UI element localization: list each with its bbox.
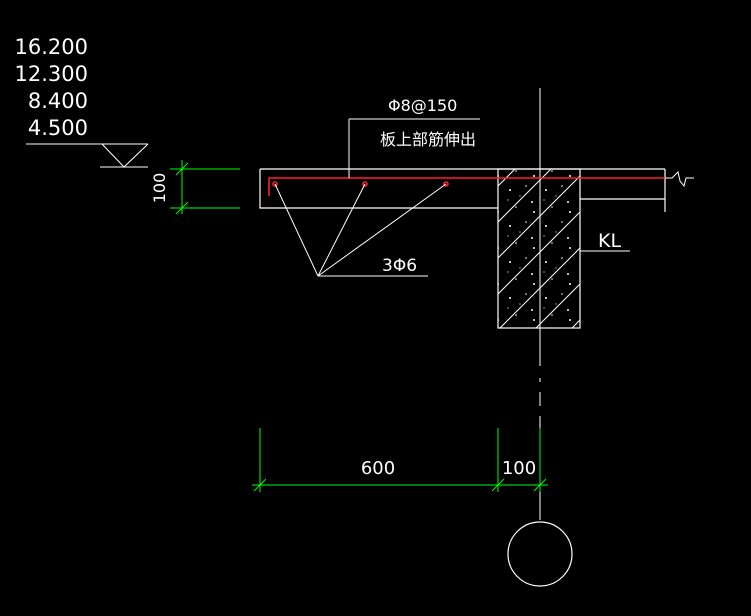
top-rebar <box>268 177 665 196</box>
beam-section <box>497 168 581 329</box>
cantilever-slab <box>259 168 666 212</box>
beam-section-hatch <box>498 169 580 328</box>
distribution-bars-leader <box>274 183 447 277</box>
elevation-value: 12.300 <box>15 62 88 86</box>
axis-bubble <box>507 521 573 587</box>
top-rebar-note: 板上部筋伸出 <box>380 130 476 149</box>
elevation-marker <box>26 143 149 168</box>
distribution-bars-label: 3Φ6 <box>382 256 417 276</box>
elevation-value: 4.500 <box>28 116 88 140</box>
beam-label: KL <box>598 230 621 252</box>
slab-thickness-dimension <box>170 160 240 215</box>
elevation-value: 16.200 <box>15 35 88 59</box>
elevation-list: 16.200 12.300 8.400 4.500 <box>15 35 88 140</box>
slab-thickness-label: 100 <box>150 173 169 204</box>
top-rebar-spec: Φ8@150 <box>388 96 457 115</box>
offset-dimension-label: 100 <box>502 458 536 479</box>
break-line <box>660 171 694 188</box>
elevation-value: 8.400 <box>28 89 88 113</box>
horizontal-dimension <box>252 428 548 492</box>
top-rebar-leader <box>348 118 480 178</box>
cantilever-dimension-label: 600 <box>361 458 395 479</box>
